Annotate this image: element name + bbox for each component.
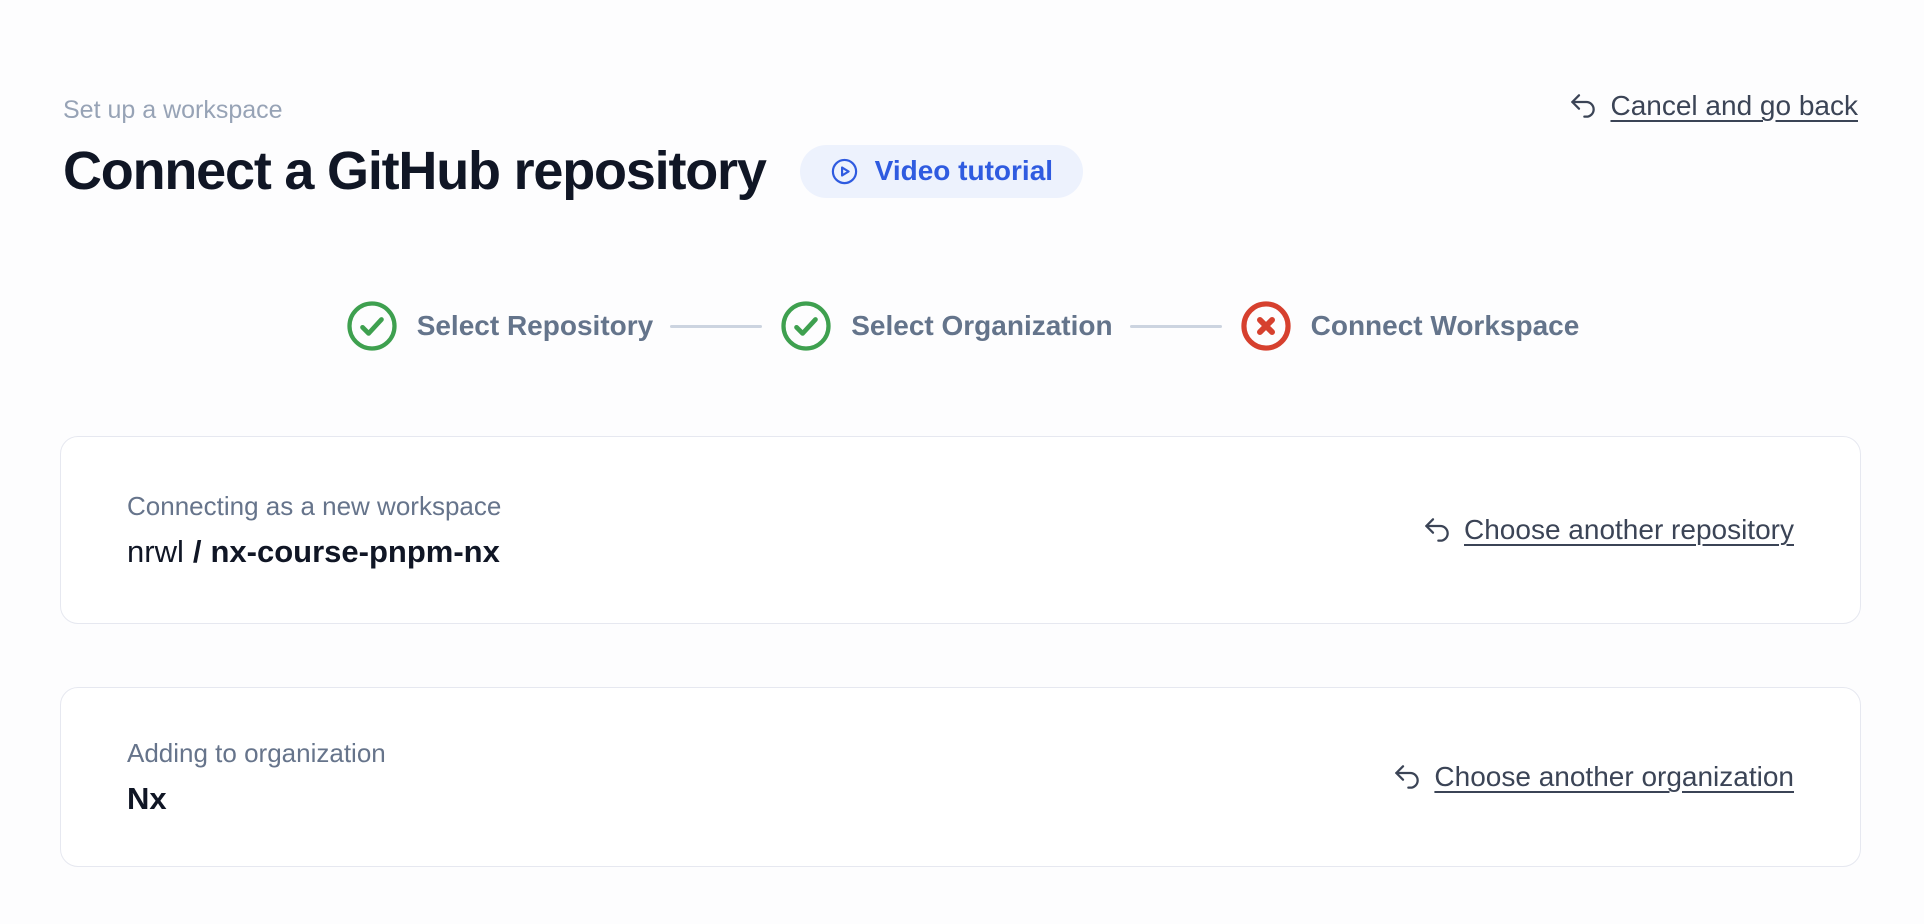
step-label: Select Organization [851, 310, 1113, 341]
organization-name: Nx [127, 780, 167, 816]
repository-separator: / [192, 533, 202, 569]
choose-another-repository-label: Choose another repository [1464, 514, 1794, 545]
step-select-organization: Select Organization [779, 299, 1113, 353]
video-tutorial-label: Video tutorial [874, 155, 1054, 186]
undo-arrow-icon [1567, 90, 1599, 122]
step-connect-workspace: Connect Workspace [1239, 299, 1580, 353]
repository-card-info: Connecting as a new workspace nrwl/nx-co… [127, 490, 501, 571]
repository-card-label: Connecting as a new workspace [127, 490, 502, 521]
organization-card: Adding to organization Nx Choose another… [60, 687, 1861, 867]
page-title: Connect a GitHub repository [63, 141, 767, 201]
stepper-connector [670, 324, 763, 328]
cancel-and-go-back-link[interactable]: Cancel and go back [1567, 90, 1858, 122]
check-circle-icon [779, 299, 833, 353]
step-label: Connect Workspace [1310, 310, 1580, 341]
setup-stepper: Select Repository Select Organization Co… [0, 299, 1924, 353]
choose-another-organization-label: Choose another organization [1434, 761, 1794, 792]
repository-org: nrwl [127, 533, 184, 569]
eyebrow-label: Set up a workspace [63, 96, 283, 124]
repository-full-name: nrwl/nx-course-pnpm-nx [127, 533, 501, 571]
repository-name: nx-course-pnpm-nx [210, 533, 500, 569]
choose-another-organization-link[interactable]: Choose another organization [1391, 761, 1794, 793]
cancel-and-go-back-label: Cancel and go back [1610, 90, 1858, 121]
repository-card: Connecting as a new workspace nrwl/nx-co… [60, 436, 1861, 624]
video-tutorial-button[interactable]: Video tutorial [799, 144, 1084, 198]
page-header: Set up a workspace Connect a GitHub repo… [63, 95, 1084, 201]
play-circle-icon [830, 157, 859, 186]
organization-card-info: Adding to organization Nx [127, 737, 386, 818]
step-label: Select Repository [416, 310, 654, 341]
stepper-connector [1129, 324, 1222, 328]
undo-arrow-icon [1421, 514, 1453, 546]
check-circle-icon [345, 299, 399, 353]
organization-card-label: Adding to organization [127, 737, 386, 768]
x-circle-icon [1239, 299, 1293, 353]
step-select-repository: Select Repository [345, 299, 654, 353]
undo-arrow-icon [1391, 761, 1423, 793]
choose-another-repository-link[interactable]: Choose another repository [1421, 514, 1794, 546]
